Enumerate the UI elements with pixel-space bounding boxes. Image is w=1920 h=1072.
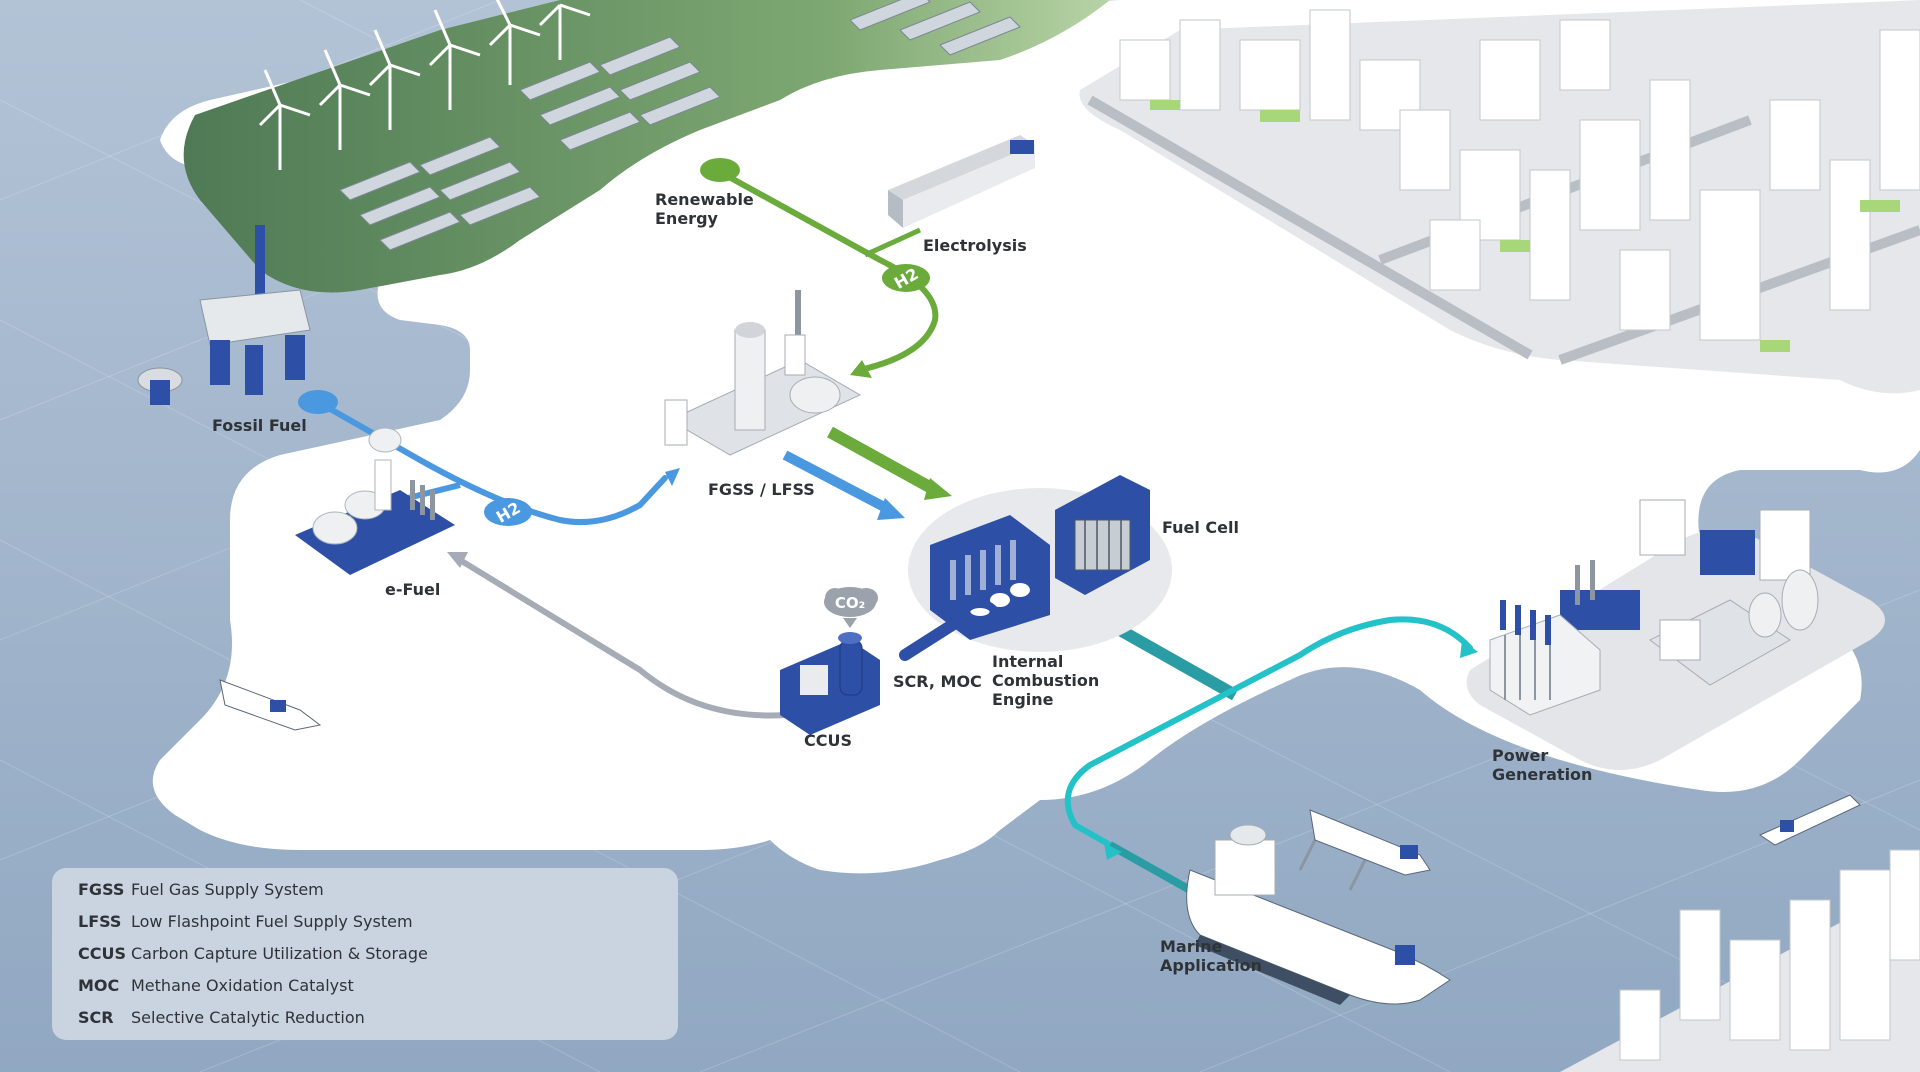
abbreviation-legend: FGSS Fuel Gas Supply System LFSS Low Flash… (52, 868, 678, 1040)
teal-flow-to-marine (1108, 841, 1192, 894)
co2-cloud-label: CO₂ (835, 594, 865, 612)
large-ship (1186, 824, 1451, 1005)
label-e-fuel: e-Fuel (385, 580, 441, 599)
e-fuel-plant (295, 427, 455, 575)
label-marine-application: Marine Application (1160, 937, 1263, 975)
teal-flow-line (1064, 616, 1473, 848)
green-arrow-fgss (850, 360, 872, 378)
legend-abbr: SCR (78, 1008, 114, 1027)
legend-desc: Fuel Gas Supply System (131, 880, 324, 899)
city-upper-buildings (1119, 9, 1920, 352)
engine-hub (899, 475, 1172, 661)
h2-badge-green: H2 (882, 264, 930, 293)
blue-flow-line (315, 399, 668, 526)
label-renewable-energy: Renewable Energy (655, 190, 754, 228)
legend-row: CCUS Carbon Capture Utilization & Storage (78, 944, 428, 966)
label-fossil-fuel: Fossil Fuel (212, 416, 307, 435)
solar-panels (339, 0, 1021, 251)
ccus-unit (780, 632, 880, 735)
legend-desc: Low Flashpoint Fuel Supply System (131, 912, 413, 931)
renewable-source-dot (700, 158, 740, 182)
legend-desc: Carbon Capture Utilization & Storage (131, 944, 428, 963)
label-fuel-cell: Fuel Cell (1162, 518, 1239, 537)
legend-abbr: MOC (78, 976, 120, 995)
teal-flow-engine (1117, 624, 1238, 701)
legend-row: LFSS Low Flashpoint Fuel Supply System (78, 912, 413, 934)
legend-abbr: FGSS (78, 880, 125, 899)
city-lower-buildings (1619, 849, 1920, 1061)
gray-flow-line (457, 557, 788, 719)
legend-row: FGSS Fuel Gas Supply System (78, 880, 324, 902)
legend-row: MOC Methane Oxidation Catalyst (78, 976, 354, 998)
h2-badge-blue: H2 (484, 498, 532, 527)
label-internal-combustion-engine: Internal Combustion Engine (992, 652, 1100, 709)
legend-abbr: CCUS (78, 944, 126, 963)
wind-turbines (258, 0, 591, 170)
label-electrolysis: Electrolysis (923, 236, 1027, 255)
co2-cloud: CO₂ (824, 587, 878, 628)
legend-desc: Methane Oxidation Catalyst (131, 976, 354, 995)
blue-flow-engine (782, 450, 893, 515)
electrolysis-unit (888, 135, 1035, 228)
green-arrow-engine (924, 478, 952, 500)
small-ship-right (1758, 794, 1861, 846)
fgss-lfss-plant (664, 290, 862, 456)
label-scr-moc: SCR, MOC (893, 672, 982, 691)
gray-arrow-efuel (447, 552, 468, 568)
legend-abbr: LFSS (78, 912, 122, 931)
small-ship-left (219, 679, 322, 731)
teal-arrow-marine (1104, 843, 1122, 860)
legend-row: SCR Selective Catalytic Reduction (78, 1008, 365, 1030)
small-ship-near-marine (1309, 809, 1431, 876)
legend-desc: Selective Catalytic Reduction (131, 1008, 365, 1027)
teal-arrow-power (1460, 640, 1478, 658)
label-ccus: CCUS (804, 731, 852, 750)
fossil-source-dot (298, 390, 338, 414)
green-flow-to-electrolysis (863, 227, 922, 258)
blue-arrow-engine (877, 498, 905, 520)
power-plant (1489, 499, 1819, 716)
blue-arrow-fgss (665, 468, 680, 486)
oil-platform (137, 225, 311, 405)
green-flow-engine (827, 426, 938, 496)
label-fgss-lfss: FGSS / LFSS (708, 480, 815, 499)
label-power-generation: Power Generation (1492, 746, 1593, 784)
